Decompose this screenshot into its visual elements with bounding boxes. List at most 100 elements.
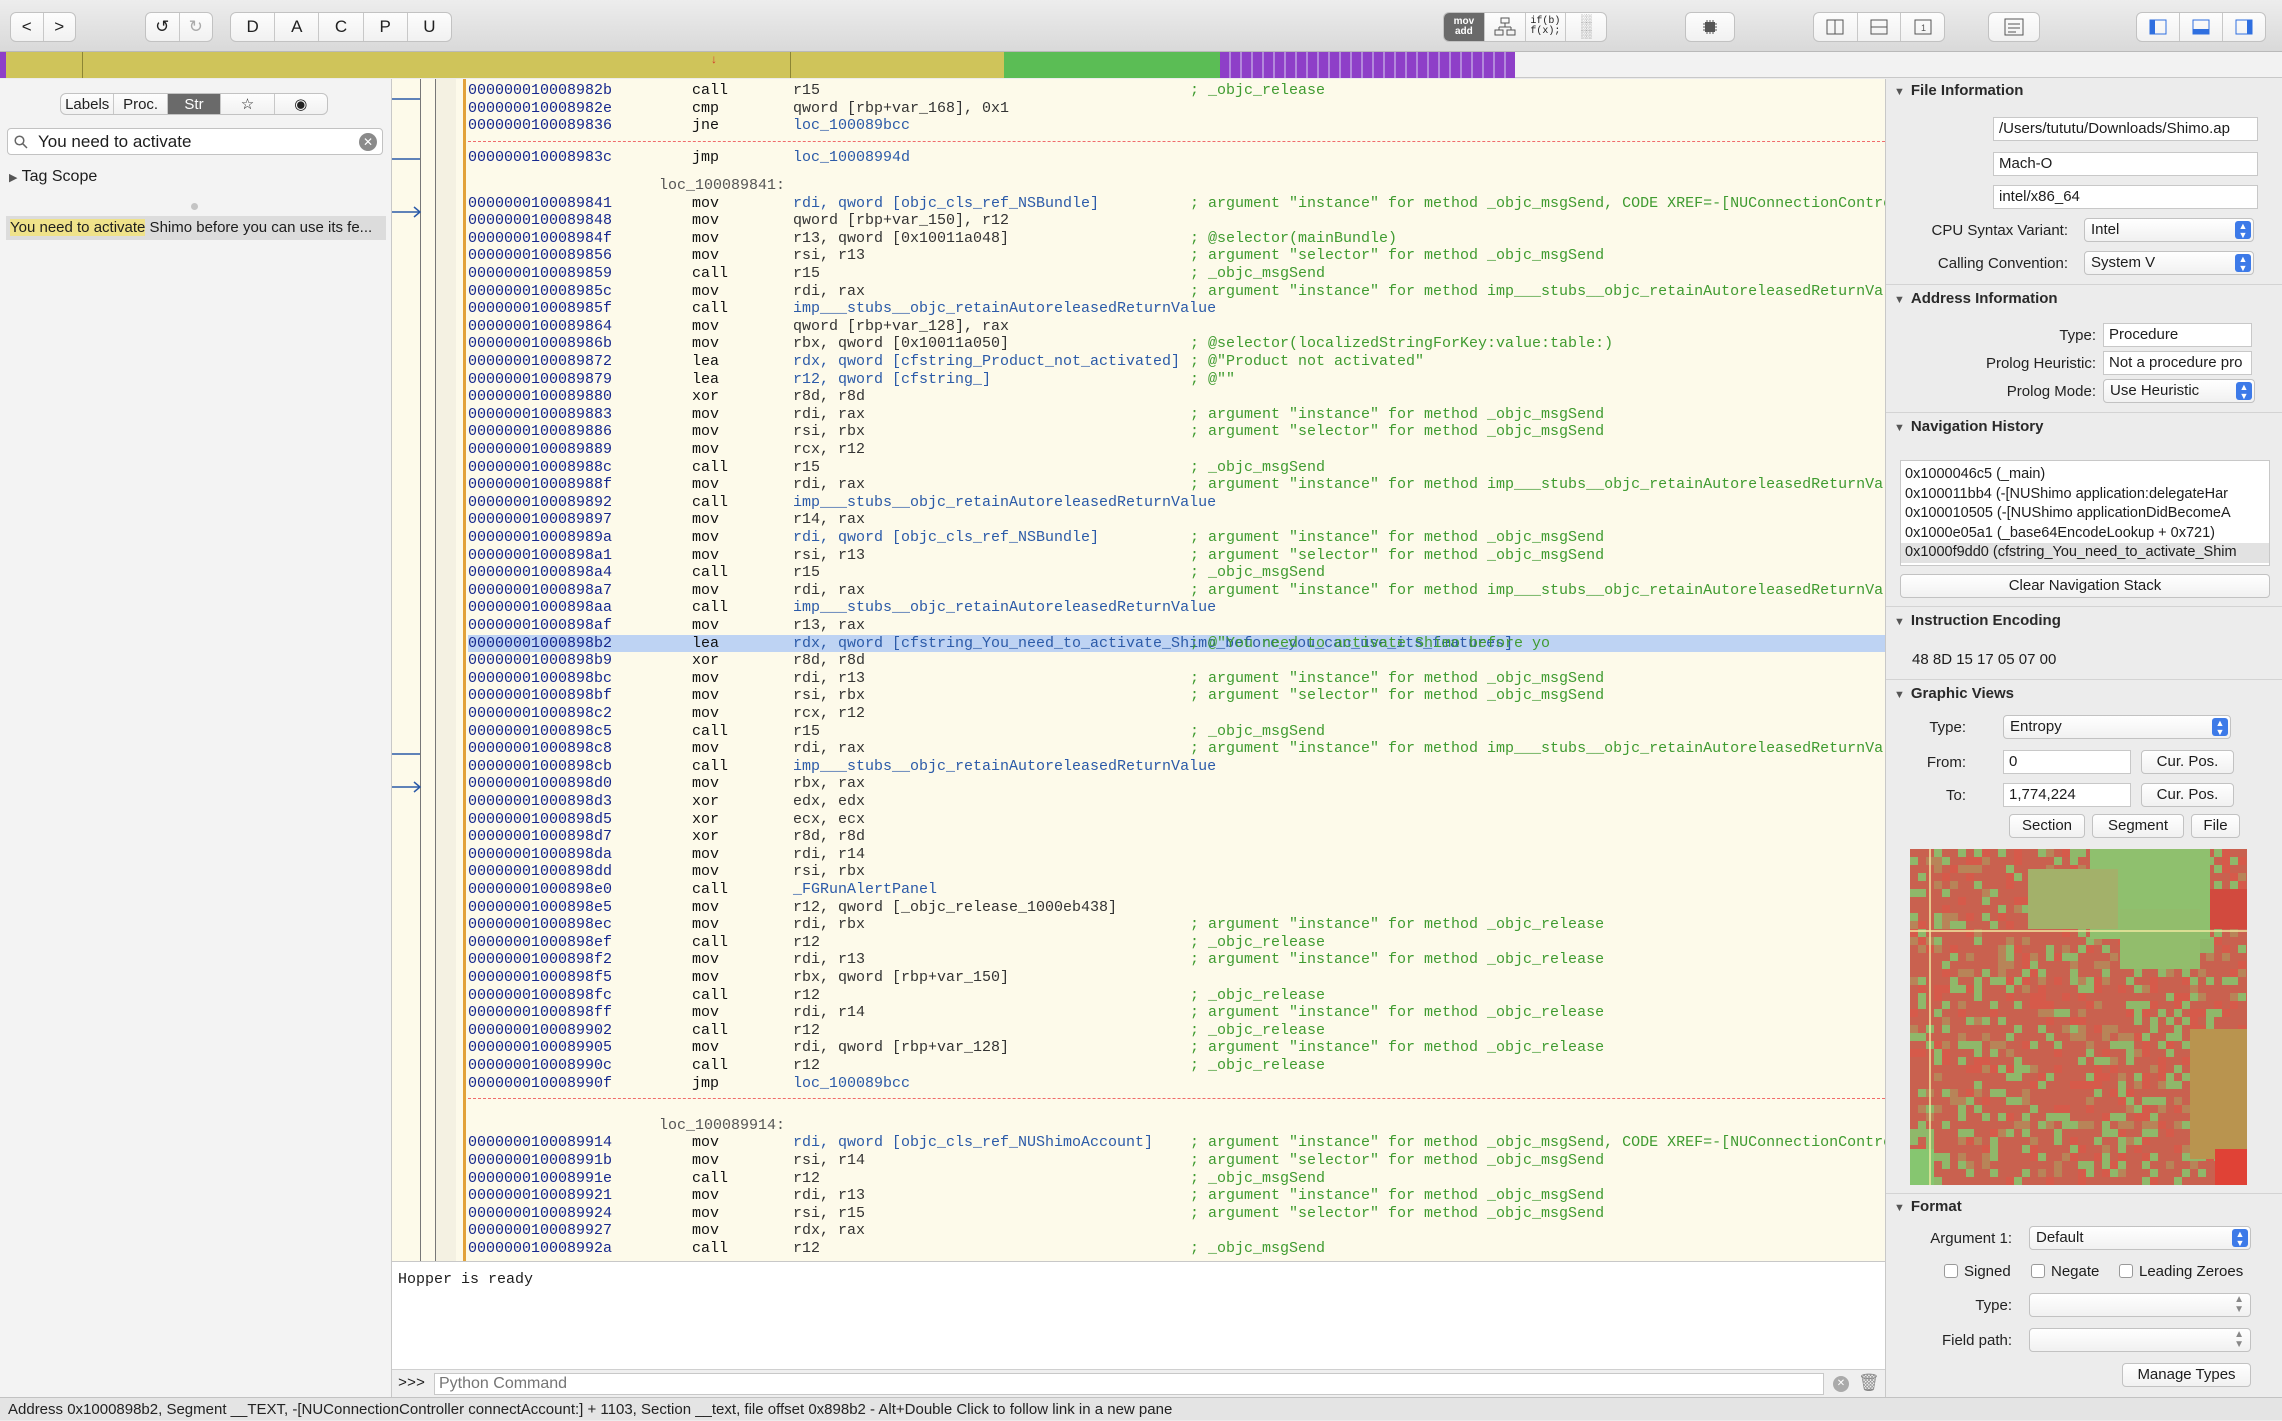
format-header[interactable]: ▼Format — [1894, 1198, 1962, 1215]
split-vertical-icon[interactable] — [1814, 13, 1858, 41]
cpu-syntax-select[interactable]: Intel▲▼ — [2084, 218, 2254, 242]
leading-zeroes-checkbox[interactable]: Leading Zeroes — [2119, 1263, 2243, 1280]
operands[interactable]: imp___stubs__objc_retainAutoreleasedRetu… — [793, 493, 1217, 511]
prolog-heuristic-field[interactable]: Not a procedure pro — [2103, 351, 2252, 375]
clear-console-icon[interactable]: ✕ — [1833, 1376, 1849, 1392]
operands[interactable]: rcx, r12 — [793, 705, 866, 723]
file-button[interactable]: File — [2191, 814, 2240, 838]
hex-view-icon[interactable]: ░░░░░░ — [1580, 14, 1592, 39]
operands[interactable]: rdi, rax — [793, 282, 866, 300]
operands[interactable]: ecx, ecx — [793, 810, 866, 828]
cfg-view-icon[interactable] — [1485, 13, 1526, 41]
inspector-list-icon[interactable] — [1988, 12, 2040, 42]
clear-navigation-stack-button[interactable]: Clear Navigation Stack — [1900, 574, 2270, 598]
toggle-left-panel-icon[interactable] — [2137, 13, 2180, 41]
instruction-encoding-header[interactable]: ▼Instruction Encoding — [1894, 612, 2061, 629]
cpu-field[interactable]: intel/x86_64 — [1993, 185, 2258, 209]
entropy-map[interactable] — [1910, 849, 2247, 1185]
operands[interactable]: r15 — [793, 458, 821, 476]
operands[interactable]: qword [rbp+var_128], rax — [793, 317, 1010, 335]
signed-checkbox[interactable]: Signed — [1944, 1263, 2011, 1280]
code-label[interactable]: loc_100089841: — [468, 177, 1885, 195]
operands[interactable]: r12 — [793, 1057, 821, 1075]
operands[interactable]: rsi, rbx — [793, 687, 866, 705]
segment-navigation-bar[interactable]: ↓ — [0, 52, 2282, 78]
list-item[interactable]: 0x1000046c5 (_main) — [1905, 466, 2046, 482]
tab-tags[interactable]: ◉ — [294, 96, 308, 113]
split-horizontal-icon[interactable] — [1858, 13, 1902, 41]
operands[interactable]: rdi, r13 — [793, 669, 866, 687]
calling-convention-select[interactable]: System V▲▼ — [2084, 251, 2254, 275]
prolog-mode-select[interactable]: Use Heuristic▲▼ — [2103, 379, 2255, 403]
operands[interactable]: imp___stubs__objc_retainAutoreleasedRetu… — [793, 757, 1217, 775]
trash-icon[interactable]: 🗑 — [1858, 1373, 1880, 1392]
search-input[interactable]: You need to activate — [38, 132, 192, 151]
procedure-button[interactable]: P — [364, 13, 408, 41]
operands[interactable]: loc_10008994d — [793, 148, 911, 166]
segment-button[interactable]: Segment — [2092, 814, 2184, 838]
undefined-button[interactable]: U — [423, 17, 436, 36]
operands[interactable]: r15 — [793, 722, 821, 740]
single-pane-icon[interactable]: 1 — [1901, 13, 1944, 41]
operands[interactable]: rsi, rbx — [793, 863, 866, 881]
list-item[interactable]: 0x1000e05a1 (_base64EncodeLookup + 0x721… — [1905, 524, 2215, 541]
list-item[interactable]: 0x100011bb4 (-[NUShimo application:deleg… — [1905, 485, 2228, 502]
tab-procedures[interactable]: Proc. — [114, 94, 168, 114]
tab-labels[interactable]: Labels — [61, 94, 115, 114]
forward-button[interactable]: > — [54, 17, 65, 36]
path-field[interactable]: /Users/tututu/Downloads/Shimo.ap — [1993, 117, 2258, 141]
field-path-select[interactable]: ▲▼ — [2029, 1328, 2251, 1352]
operands[interactable]: qword [rbp+var_168], 0x1 — [793, 99, 1010, 117]
list-item[interactable]: 0x100010505 (-[NUShimo applicationDidBec… — [1905, 505, 2231, 521]
operands[interactable]: r15 — [793, 564, 821, 582]
debugger-chip-icon[interactable] — [1685, 12, 1735, 42]
operands[interactable]: rdi, rax — [793, 476, 866, 494]
operands[interactable]: rdi, r14 — [793, 845, 866, 863]
operands[interactable]: r8d, r8d — [793, 828, 866, 846]
operands[interactable]: rdx, qword [cfstring_You_need_to_activat… — [793, 634, 1514, 652]
operands[interactable]: imp___stubs__objc_retainAutoreleasedRetu… — [793, 300, 1217, 318]
operands[interactable]: r12 — [793, 933, 821, 951]
undo-icon[interactable]: ↺ — [146, 13, 180, 41]
operands[interactable]: r12 — [793, 986, 821, 1004]
operands[interactable]: r12 — [793, 1240, 821, 1258]
operands[interactable]: qword [rbp+var_150], r12 — [793, 212, 1010, 230]
argument-format-select[interactable]: Default▲▼ — [2029, 1226, 2251, 1250]
tag-scope[interactable]: ▶ Tag Scope — [9, 168, 97, 186]
operands[interactable]: r8d, r8d — [793, 388, 866, 406]
toggle-right-panel-icon[interactable] — [2223, 13, 2265, 41]
ascii-button[interactable]: A — [275, 13, 320, 41]
operands[interactable]: r8d, r8d — [793, 652, 866, 670]
operands[interactable]: r13, rax — [793, 617, 866, 635]
redo-icon[interactable]: ↻ — [188, 17, 203, 36]
nav-history-list[interactable]: 0x1000046c5 (_main) 0x100011bb4 (-[NUShi… — [1900, 460, 2270, 566]
manage-types-button[interactable]: Manage Types — [2122, 1363, 2251, 1387]
operands[interactable]: rdi, rax — [793, 740, 866, 758]
